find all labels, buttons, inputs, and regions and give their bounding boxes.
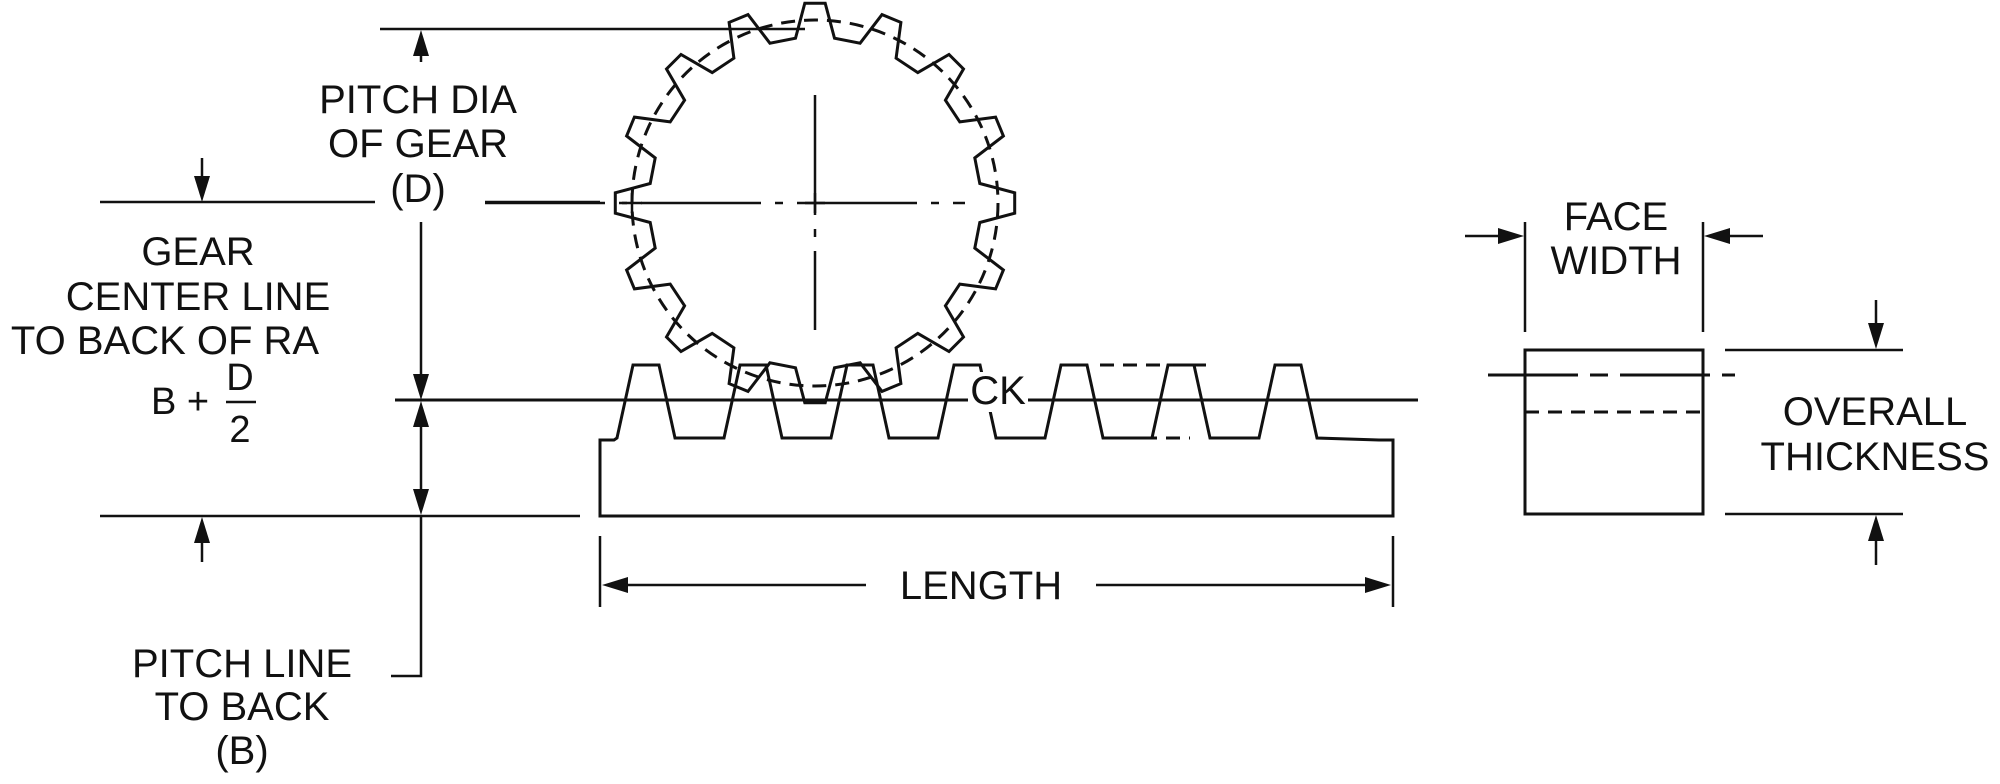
face-width-line-1: FACE [1564, 195, 1668, 239]
pitch-line-line-3: (B) [215, 729, 268, 773]
length-arrow-left [602, 577, 628, 593]
gear-center-arrow-top [194, 176, 210, 202]
pitch-dia-line-3: (D) [390, 167, 446, 211]
pitch-to-back-arrow-bottom [413, 489, 429, 515]
gear-center-arrow-bottom [194, 517, 210, 543]
overall-thickness-label: OVERALL THICKNESS [1761, 390, 1990, 479]
formula-b-plus: B + [151, 381, 209, 423]
face-width-label: FACE WIDTH [1550, 195, 1681, 283]
rack-hidden-lines [1100, 363, 1210, 440]
thickness-arrow-top [1868, 323, 1884, 349]
rack-tooth-outline [598, 363, 1395, 518]
face-width-arrow-right [1704, 228, 1730, 244]
length-arrow-right [1365, 577, 1391, 593]
pitch-dia-label: PITCH DIA OF GEAR (D) [319, 78, 517, 211]
length-label: LENGTH [900, 564, 1062, 608]
thickness-arrow-bottom [1868, 515, 1884, 541]
pitch-dia-line-1: PITCH DIA [319, 78, 517, 122]
pitch-dia-arrow-bottom [413, 374, 429, 400]
face-width-arrow-left [1498, 228, 1524, 244]
formula-denominator: 2 [229, 409, 250, 451]
pitch-line-line-1: PITCH LINE [132, 642, 352, 686]
gear-center-line-3: TO BACK OF RA [11, 319, 320, 363]
pitch-dia-arrow-top [413, 30, 429, 56]
overall-thickness-line-2: THICKNESS [1761, 435, 1990, 479]
overall-thickness-line-1: OVERALL [1783, 390, 1968, 434]
gear-center-line-2: CENTER LINE [66, 275, 331, 319]
face-width-line-2: WIDTH [1550, 239, 1681, 283]
gear-tooth-outline [613, 1, 1017, 405]
side-view-body [1523, 348, 1705, 516]
formula-numerator: D [226, 357, 253, 399]
rack-side-view [1465, 222, 1903, 565]
left-dimension-lines [100, 27, 805, 678]
pitch-line-line-2: TO BACK [155, 685, 330, 729]
gear-center-formula: B + D 2 [151, 357, 256, 451]
gear-center-line-1: GEAR [141, 230, 254, 274]
gear-rack: CK [395, 363, 1418, 518]
rack-mark-label: CK [970, 369, 1026, 413]
pitch-to-back-arrow-top [413, 401, 429, 427]
gear-center-label: GEAR CENTER LINE TO BACK OF RA [11, 230, 330, 363]
length-dimension: LENGTH [598, 536, 1395, 608]
rack-mark-mask [968, 372, 1028, 412]
pitch-line-label: PITCH LINE TO BACK (B) [132, 642, 352, 773]
pitch-to-back-leader [391, 515, 423, 678]
pitch-dia-line-2: OF GEAR [328, 122, 508, 166]
gear-pitch-circle [630, 18, 1000, 388]
